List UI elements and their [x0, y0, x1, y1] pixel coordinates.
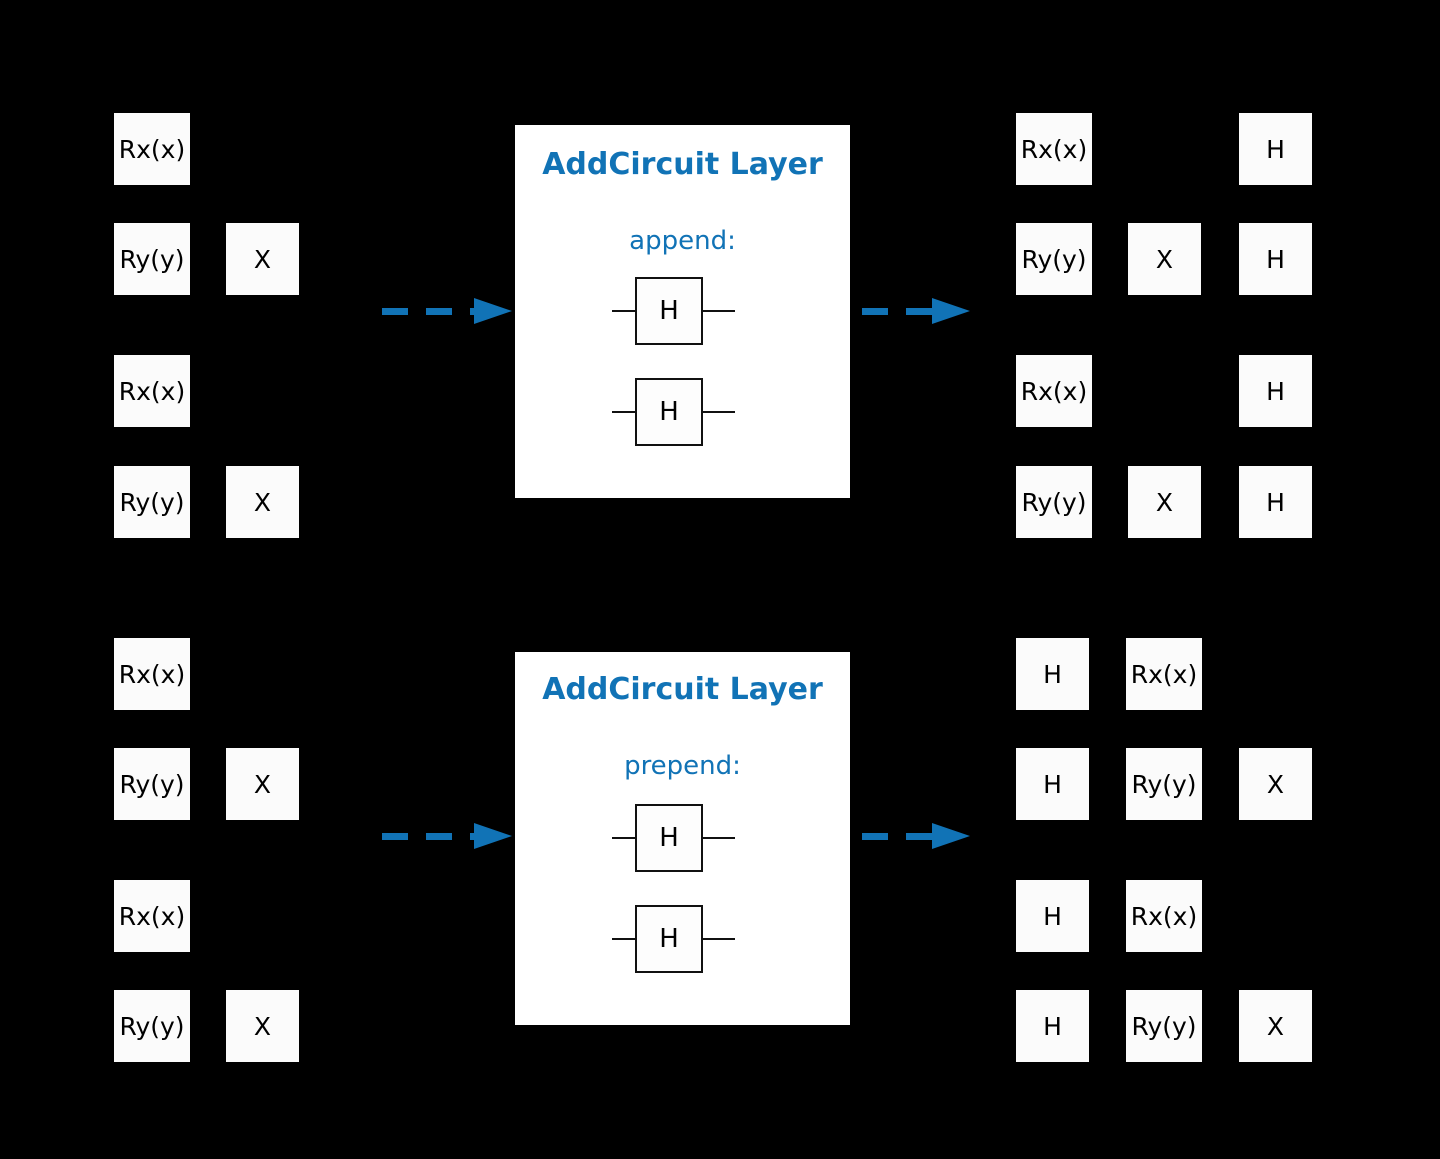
gate-ry: Ry(y)	[1016, 466, 1092, 538]
gate-x: X	[226, 223, 299, 295]
gate-x: X	[226, 990, 299, 1062]
gate-rx: Rx(x)	[1126, 638, 1202, 710]
mini-wire-left	[612, 938, 637, 940]
gate-x: X	[226, 748, 299, 820]
arrow-shaft	[382, 308, 478, 315]
arrow-head	[474, 823, 512, 849]
gate-h: H	[1016, 748, 1089, 820]
mini-wire-left	[612, 411, 637, 413]
mini-gate-h: H	[635, 378, 703, 446]
gate-h: H	[1016, 638, 1089, 710]
layer-mode-label: prepend:	[624, 751, 741, 781]
addcircuit-layer-panel-append: AddCircuit Layer append: H H	[515, 125, 850, 498]
arrow-head	[932, 823, 970, 849]
arrow-head	[932, 298, 970, 324]
arrow-shaft	[862, 833, 938, 840]
gate-h: H	[1016, 990, 1089, 1062]
gate-h: H	[1016, 880, 1089, 952]
arrow-shaft	[382, 833, 478, 840]
mini-gate-h: H	[635, 804, 703, 872]
mini-wire-right	[701, 310, 735, 312]
gate-h: H	[1239, 113, 1312, 185]
mini-wire-right	[701, 938, 735, 940]
layer-title: AddCircuit Layer	[542, 672, 823, 707]
gate-x: X	[226, 466, 299, 538]
layer-title: AddCircuit Layer	[542, 147, 823, 182]
mini-gate-h: H	[635, 905, 703, 973]
gate-rx: Rx(x)	[114, 355, 190, 427]
gate-h: H	[1239, 223, 1312, 295]
gate-ry: Ry(y)	[1126, 748, 1202, 820]
gate-rx: Rx(x)	[1016, 355, 1092, 427]
layer-mode-label: append:	[629, 226, 736, 256]
mini-wire-right	[701, 411, 735, 413]
gate-rx: Rx(x)	[114, 880, 190, 952]
gate-x: X	[1128, 223, 1201, 295]
gate-x: X	[1239, 748, 1312, 820]
gate-ry: Ry(y)	[114, 990, 190, 1062]
gate-rx: Rx(x)	[114, 113, 190, 185]
gate-h: H	[1239, 355, 1312, 427]
gate-rx: Rx(x)	[1016, 113, 1092, 185]
gate-ry: Ry(y)	[1126, 990, 1202, 1062]
gate-ry: Ry(y)	[114, 466, 190, 538]
mini-gate-h: H	[635, 277, 703, 345]
gate-x: X	[1128, 466, 1201, 538]
arrow-shaft	[862, 308, 938, 315]
gate-ry: Ry(y)	[1016, 223, 1092, 295]
gate-ry: Ry(y)	[114, 748, 190, 820]
gate-rx: Rx(x)	[114, 638, 190, 710]
mini-wire-left	[612, 837, 637, 839]
gate-h: H	[1239, 466, 1312, 538]
gate-rx: Rx(x)	[1126, 880, 1202, 952]
mini-wire-right	[701, 837, 735, 839]
addcircuit-layer-panel-prepend: AddCircuit Layer prepend: H H	[515, 652, 850, 1025]
gate-x: X	[1239, 990, 1312, 1062]
gate-ry: Ry(y)	[114, 223, 190, 295]
mini-wire-left	[612, 310, 637, 312]
arrow-head	[474, 298, 512, 324]
